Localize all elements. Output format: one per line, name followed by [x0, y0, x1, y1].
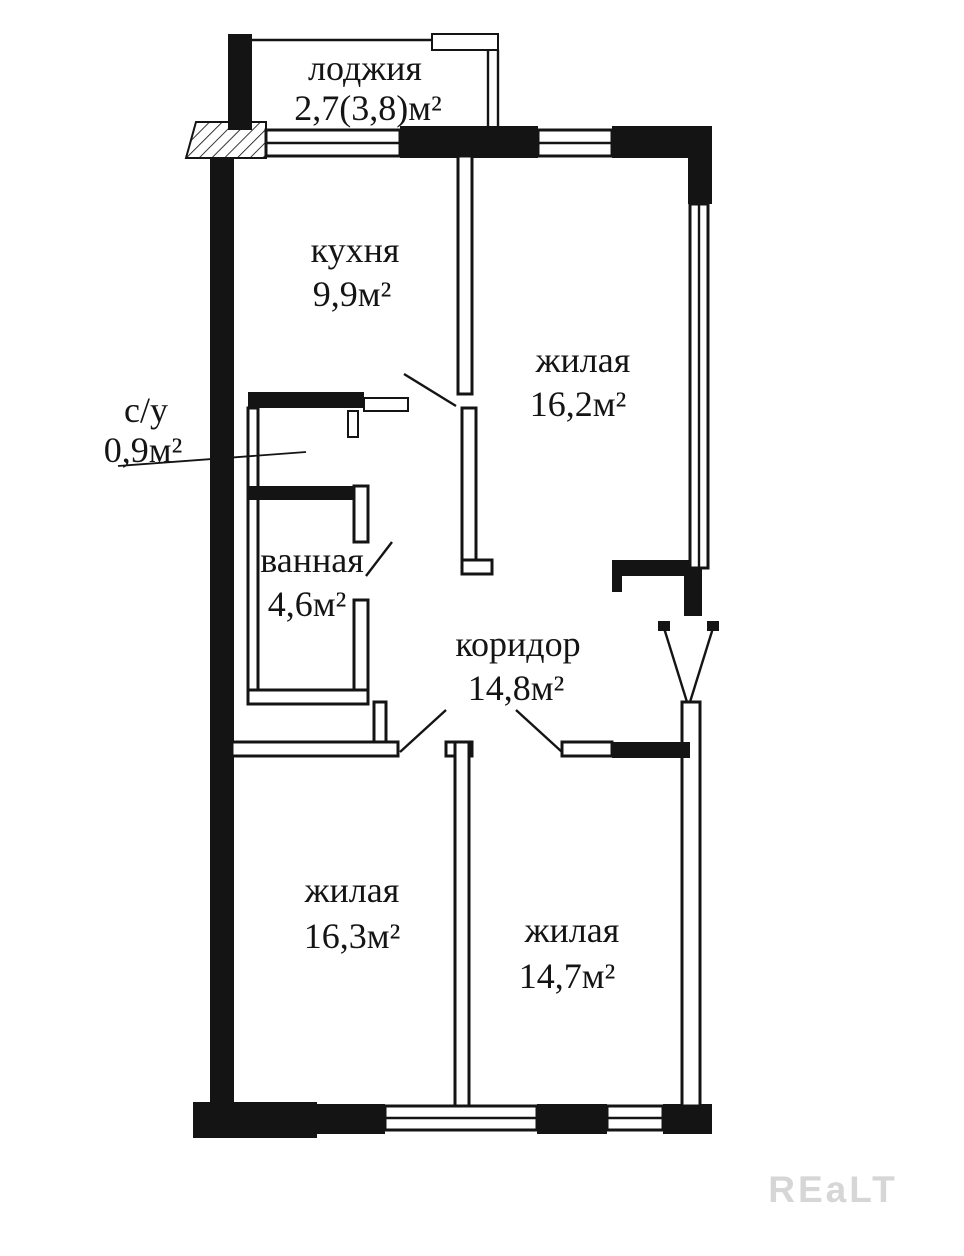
wall-segment — [612, 560, 690, 576]
room-label-bathroom: ванная — [260, 540, 364, 580]
wall-segment — [537, 1104, 607, 1134]
room-label-living-top: жилая — [535, 340, 631, 380]
room-area-corridor: 14,8м² — [468, 668, 565, 708]
wall-segment — [248, 392, 364, 408]
wall-segment — [246, 406, 260, 706]
wall-segment — [400, 126, 538, 158]
room-label-living-bottom-left: жилая — [304, 870, 400, 910]
wall-segment — [248, 486, 368, 500]
entrance-door — [658, 621, 719, 703]
door-leaf-bathroom — [365, 541, 393, 577]
door-leaf — [688, 627, 715, 703]
wall-segment — [663, 1104, 712, 1134]
wall-segment — [193, 1102, 317, 1138]
room-label-wc: с/у — [124, 390, 168, 430]
wall-segment — [612, 576, 622, 592]
outer-wall-right — [680, 126, 712, 1108]
interior-walls — [230, 154, 690, 1108]
wall-segment — [460, 558, 494, 576]
loggia-glazing — [431, 33, 499, 51]
room-label-corridor: коридор — [455, 624, 580, 664]
wall-segment — [210, 158, 234, 1106]
wall-segment — [688, 126, 712, 204]
wall-segment — [228, 34, 252, 130]
room-area-living-bottom-right: 14,7м² — [519, 956, 616, 996]
outer-wall-bottom — [193, 1102, 712, 1138]
room-label-loggia: лоджия — [308, 48, 422, 88]
duct-shelf — [363, 397, 409, 412]
wall-segment — [352, 598, 370, 706]
room-labels: лоджия 2,7(3,8)м² кухня 9,9м² жилая 16,2… — [104, 48, 631, 996]
room-area-bathroom: 4,6м² — [268, 584, 347, 624]
wall-segment — [246, 688, 370, 706]
wall-segment — [453, 740, 471, 1108]
hatched-wall-corner — [184, 121, 267, 159]
door-leaf-living-bottom-right — [515, 709, 563, 753]
outer-wall-top — [184, 121, 712, 159]
door-hinge-mark — [658, 621, 670, 631]
outer-wall-left — [210, 158, 234, 1106]
room-label-kitchen: кухня — [311, 230, 400, 270]
door-leaf-living-bottom-left — [399, 709, 447, 753]
room-label-living-bottom-right: жилая — [524, 910, 620, 950]
loggia-structure — [228, 33, 500, 130]
wc-leader-line — [117, 451, 307, 467]
wall-segment — [560, 740, 614, 758]
wall-segment — [612, 742, 690, 758]
wall-segment — [352, 484, 370, 544]
wall-segment — [680, 700, 702, 1108]
room-area-living-bottom-left: 16,3м² — [304, 916, 401, 956]
wall-segment — [456, 154, 474, 396]
door-leaf-living-top — [403, 372, 457, 408]
interior-doors — [365, 372, 563, 753]
wall-segment — [317, 1104, 385, 1134]
room-area-wc: 0,9м² — [104, 430, 183, 470]
watermark-logo: REaLT — [768, 1169, 897, 1210]
wall-segment — [372, 700, 388, 746]
wall-segment — [230, 740, 400, 758]
room-area-living-top: 16,2м² — [530, 384, 627, 424]
room-area-loggia: 2,7(3,8)м² — [294, 88, 442, 128]
wall-segment — [684, 568, 702, 616]
duct-tick — [347, 410, 359, 438]
door-hinge-mark — [707, 621, 719, 631]
door-leaf — [662, 627, 689, 703]
wall-segment — [460, 406, 478, 562]
room-area-kitchen: 9,9м² — [313, 274, 392, 314]
